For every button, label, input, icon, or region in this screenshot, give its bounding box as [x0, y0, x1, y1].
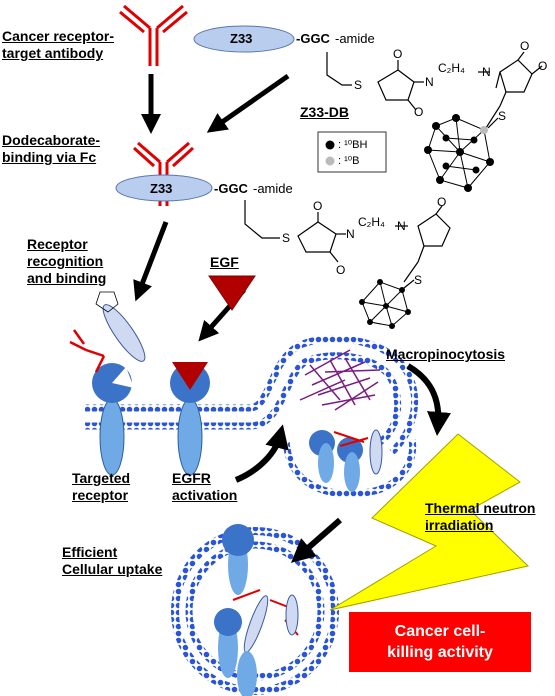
label-macropinocytosis: Macropinocytosis — [386, 346, 506, 362]
s-label-bottom: S — [282, 231, 291, 245]
cancer-killing-line-2: killing activity — [387, 644, 493, 661]
n-label-3: N — [346, 227, 355, 241]
chem-structure-top — [326, 51, 543, 129]
o-label-6: O — [336, 263, 346, 277]
n-label-4: N — [397, 219, 406, 233]
dodecaborate-cage-icon — [427, 117, 491, 189]
legend-b: : ¹⁰B — [338, 155, 360, 167]
label-egf: EGF — [210, 254, 239, 270]
n-label-2: N — [482, 65, 491, 79]
ggc-label-top: -GGC — [296, 31, 330, 46]
label-z33db: Z33-DB — [300, 104, 350, 120]
ggc-label-bottom: -GGC — [214, 181, 248, 196]
antibody-z33-complex-icon — [69, 291, 146, 373]
boron-atoms — [424, 114, 494, 192]
s-label-bottom-cage: S — [414, 273, 423, 287]
arrow-icon — [234, 363, 451, 563]
z33-ellipse-icon — [193, 25, 295, 53]
egf-bound-triangle-icon — [172, 362, 208, 390]
actin-filaments — [299, 349, 381, 411]
n-label-1: N — [425, 75, 434, 89]
s-label-top: S — [354, 78, 363, 92]
internalized-receptors — [309, 429, 383, 492]
z33-label-top: Z33 — [230, 31, 253, 46]
label-antibody: Cancer receptor-target antibody — [2, 28, 115, 61]
o-label-4: O — [538, 59, 548, 73]
z33-ellipse-icon — [115, 174, 213, 202]
z33-label-bottom: Z33 — [150, 181, 173, 196]
c2h4-label-bottom: C₂H₄ — [358, 215, 385, 229]
legend-bh: : ¹⁰BH — [338, 139, 368, 151]
o-label-5: O — [313, 199, 323, 213]
vesicle-contents — [214, 589, 299, 678]
o-label-1: O — [393, 47, 403, 61]
label-dodecaborate: Dodecaborate-binding via Fc — [2, 132, 101, 165]
amide-label-bottom: -amide — [253, 181, 293, 196]
egf-triangle-icon — [208, 275, 256, 311]
vesicle-receptors — [222, 524, 257, 696]
cancer-killing-line-1: Cancer cell- — [394, 623, 486, 640]
boron-atoms-bottom — [359, 279, 411, 329]
lightning-icon — [329, 433, 530, 611]
s-label-top-cage: S — [498, 109, 507, 123]
chem-structure-bottom — [244, 200, 451, 283]
c2h4-label-top: C₂H₄ — [438, 61, 465, 75]
antibody-icon — [119, 4, 188, 66]
o-label-3: O — [520, 39, 530, 53]
amide-label-top: -amide — [335, 31, 375, 46]
cancer-killing-box: Cancer cell- killing activity — [349, 612, 531, 672]
o-label-2: O — [414, 105, 424, 119]
o-label-7: O — [437, 195, 447, 209]
